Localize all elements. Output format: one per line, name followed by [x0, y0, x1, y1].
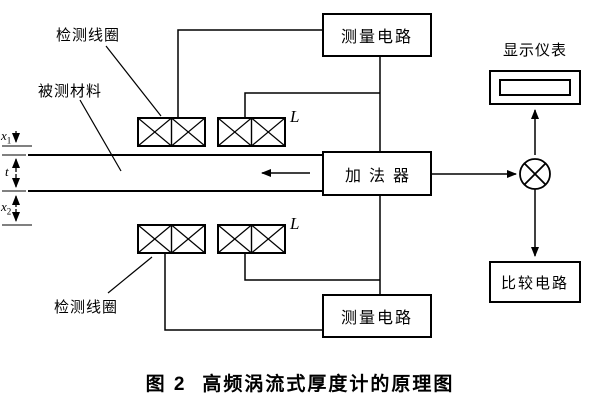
leader-bottom-coil	[107, 256, 153, 294]
leader-material	[79, 99, 122, 172]
figure-number: 图 2	[145, 374, 187, 395]
leader-top-coil	[105, 45, 162, 117]
label-inductance-bottom: L	[290, 214, 300, 233]
label-inductance-top: L	[290, 107, 300, 126]
wiring	[164, 29, 539, 331]
dim-x1-base: x	[1, 128, 7, 143]
dim-label-t: t	[5, 164, 9, 180]
display-instrument-label: 显示仪表	[502, 42, 567, 59]
block-measure-circuit-top: 测量电路	[322, 13, 432, 57]
block-measure-circuit-bottom: 测量电路	[322, 294, 432, 338]
wire-topcoil-to-bus	[244, 92, 380, 118]
block-adder: 加法器	[322, 151, 432, 196]
label-material-under-test: 被测材料	[38, 83, 103, 100]
display-instrument-symbol	[489, 70, 581, 105]
figure-title: 高频涡流式厚度计的原理图	[202, 374, 455, 395]
material-strip	[28, 154, 322, 192]
dim-x2-base: x	[1, 199, 7, 214]
wire-bottomcoil-to-bus	[244, 253, 380, 281]
dim-label-x2: x2	[1, 199, 11, 217]
display-instrument-screen	[499, 79, 571, 96]
dim-label-x1: x1	[1, 128, 11, 146]
wire-bottomcoil-to-measure	[164, 253, 322, 331]
dimension-marks	[2, 131, 32, 226]
dim-t-base: t	[5, 164, 9, 179]
block-compare-circuit: 比较电路	[489, 261, 581, 303]
leader-lines	[79, 45, 162, 294]
dim-x1-sub: 1	[6, 135, 12, 146]
dim-x2-sub: 2	[6, 206, 12, 217]
figure-caption: 图 2 高频涡流式厚度计的原理图	[0, 369, 600, 396]
label-top-coil: 检测线圈	[56, 27, 121, 44]
bottom-coil-symbol	[137, 224, 286, 254]
wire-topcoil-to-measure	[177, 29, 322, 118]
top-coil-symbol	[137, 117, 286, 147]
mixer-symbol	[519, 158, 551, 190]
label-bottom-coil: 检测线圈	[54, 299, 119, 316]
